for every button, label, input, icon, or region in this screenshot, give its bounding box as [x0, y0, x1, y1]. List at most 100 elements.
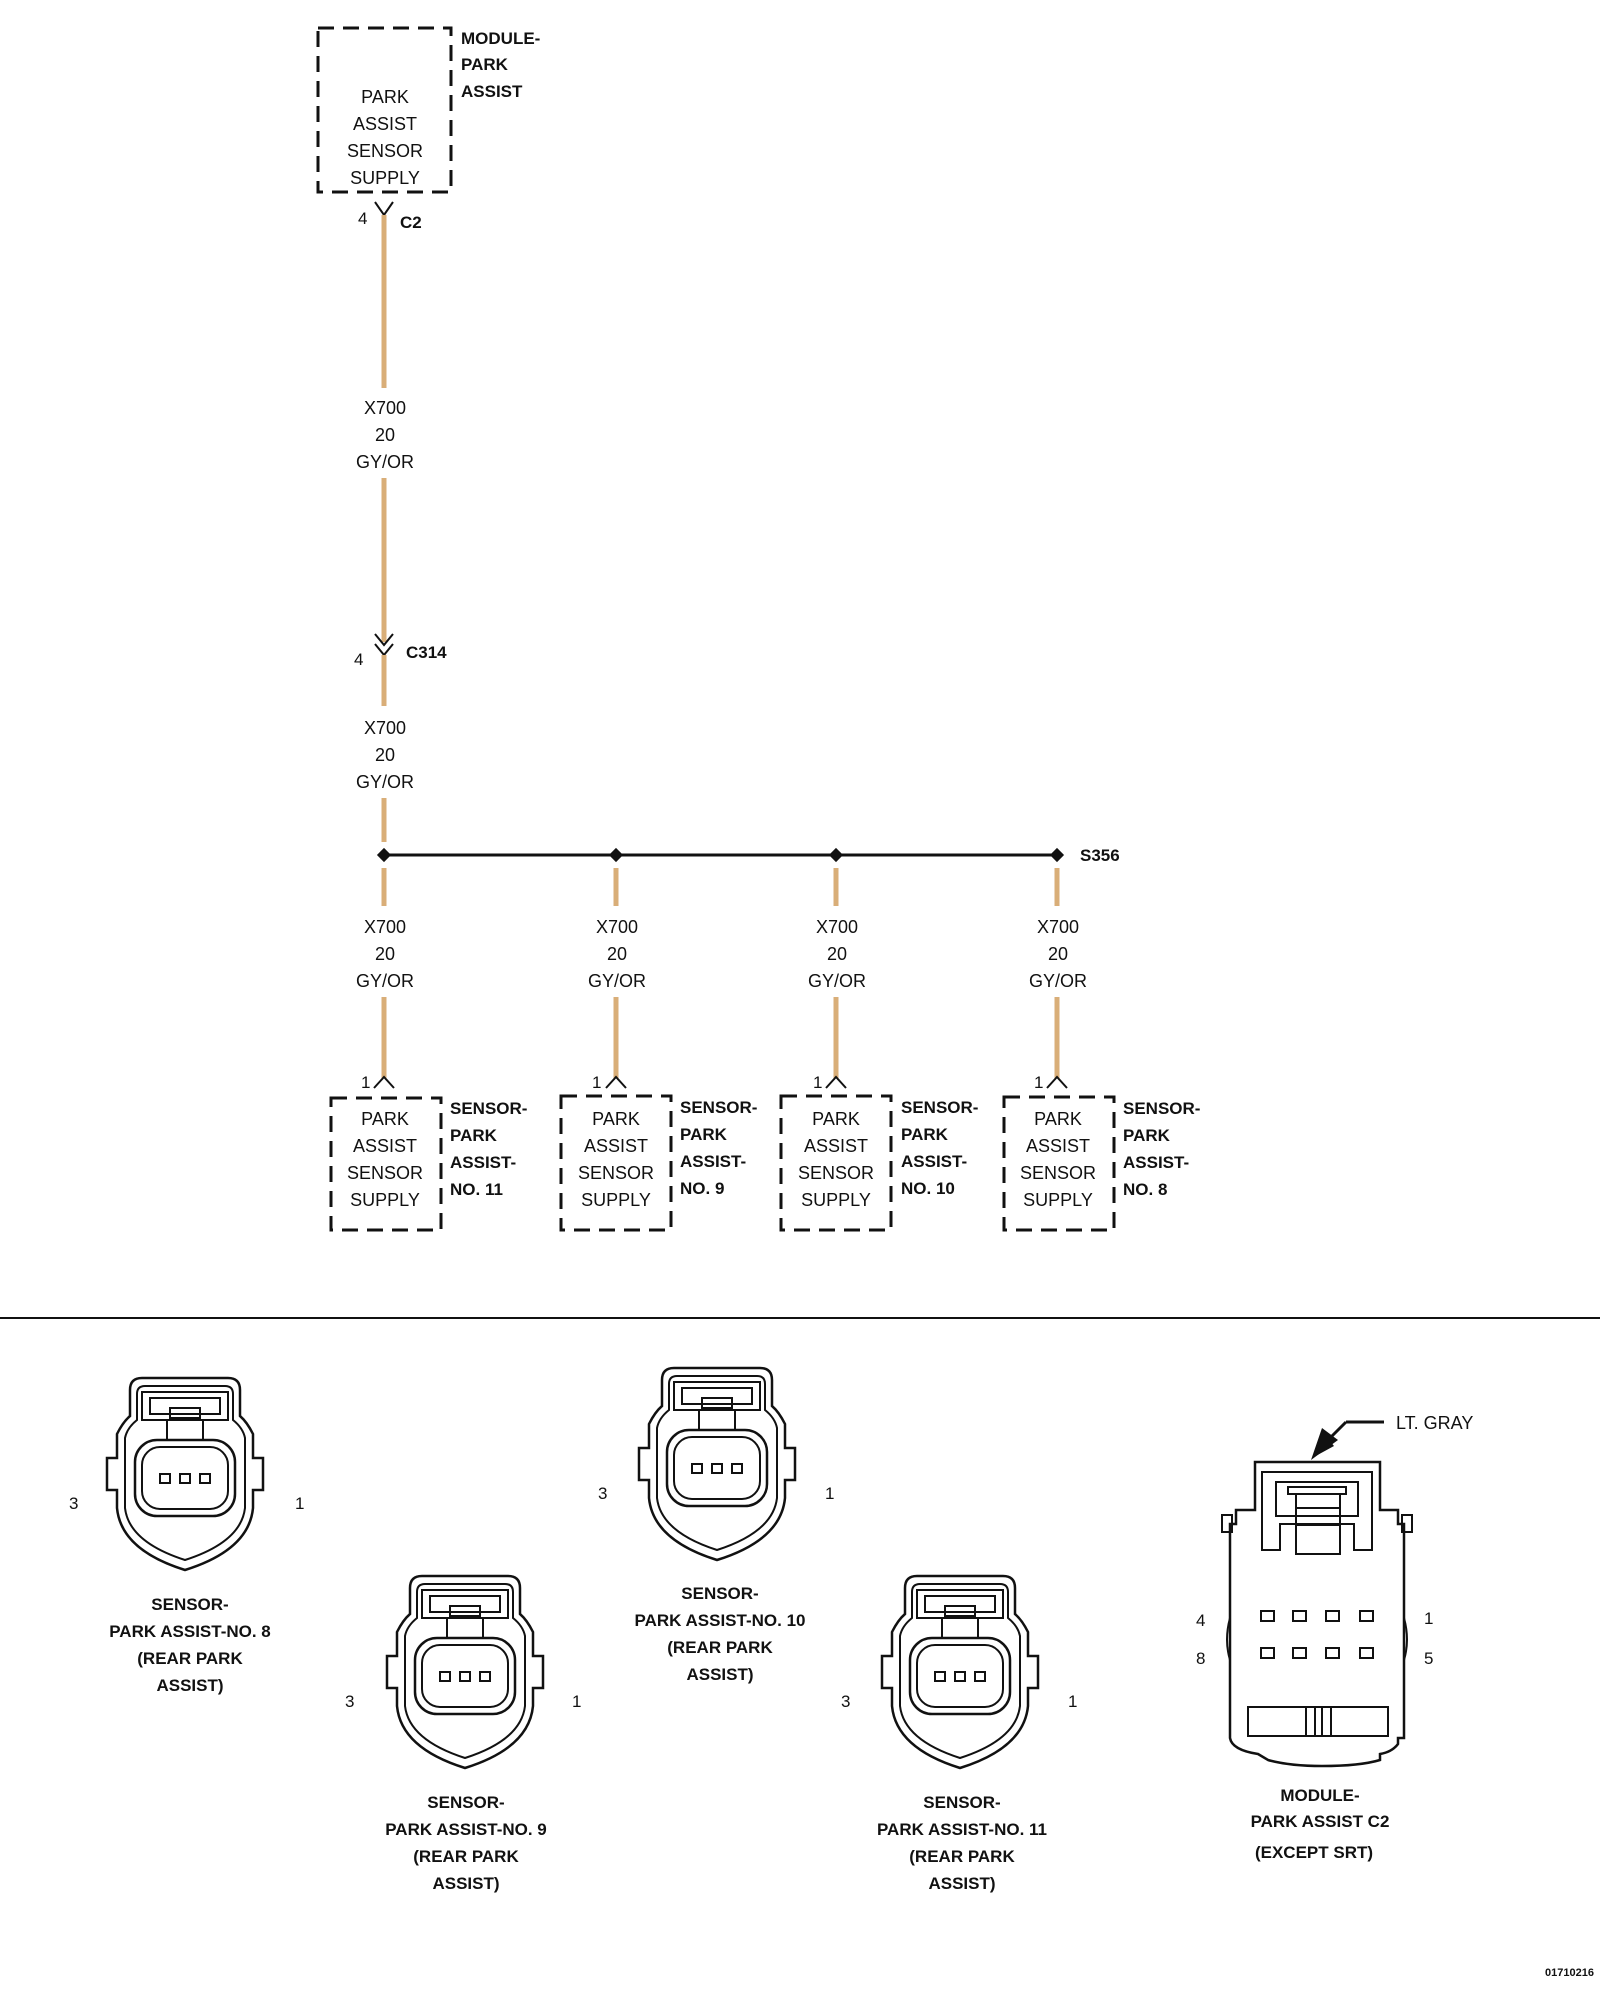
wire-circuit: X700: [1037, 917, 1079, 937]
sensor-pin: 1: [813, 1073, 822, 1092]
c2-connector-symbol: [374, 201, 394, 217]
sensor-connector-symbol: [825, 1075, 847, 1089]
sensor-pin: 1: [361, 1073, 370, 1092]
connector-caption-line: (REAR PARK: [667, 1638, 773, 1657]
module-park-assist: PARK ASSIST SENSOR SUPPLY MODULE- PARK A…: [316, 26, 540, 232]
pin-cavity: [1325, 1647, 1340, 1659]
sensor-no-10: X700 20 GY/OR 1 PARK ASSIST SENSOR SUPPL…: [779, 868, 978, 1232]
pin-cavity: [1325, 1610, 1340, 1622]
sensor-func-line: ASSIST: [584, 1136, 648, 1156]
connector-view-no-8: 3 1 SENSOR- PARK ASSIST-NO. 8 (REAR PARK…: [69, 1376, 304, 1695]
connector-caption-line: PARK ASSIST-NO. 10: [635, 1611, 806, 1630]
sensor-title-line: PARK: [450, 1126, 498, 1145]
c314-inline-connector: 4 C314: [354, 633, 447, 669]
module-connector-body: [1228, 1460, 1406, 1768]
connector-caption-line: SENSOR-: [681, 1584, 758, 1603]
pin-label-left: 3: [345, 1692, 354, 1711]
pin-label-left: 3: [69, 1494, 78, 1513]
sensor-pin: 1: [592, 1073, 601, 1092]
pin-cavity: [1359, 1610, 1374, 1622]
module-connector-latch: [1287, 1486, 1347, 1495]
module-connector-edge: [1226, 1617, 1231, 1661]
connector-caption-line: PARK ASSIST-NO. 8: [109, 1622, 271, 1641]
pin-label-right: 1: [572, 1692, 581, 1711]
pin-label-right: 1: [825, 1484, 834, 1503]
wire-gauge: 20: [1048, 944, 1068, 964]
pin-cavity: [1359, 1647, 1374, 1659]
module-connector-id: C2: [400, 213, 422, 232]
wire-color: GY/OR: [356, 452, 414, 472]
wire-color: GY/OR: [588, 971, 646, 991]
connector-caption-line: PARK ASSIST-NO. 11: [877, 1820, 1047, 1839]
sensor-func-line: PARK: [1034, 1109, 1082, 1129]
pin-label-left: 3: [598, 1484, 607, 1503]
module-connector-latch: [1275, 1481, 1359, 1517]
module-title-line: MODULE-: [461, 29, 540, 48]
sensor-func-line: SENSOR: [798, 1163, 874, 1183]
sensor-title-line: NO. 11: [450, 1180, 503, 1199]
pin-cavity: [1260, 1610, 1275, 1622]
wire-gauge: 20: [375, 944, 395, 964]
connector-caption-line: (EXCEPT SRT): [1255, 1843, 1373, 1862]
sensor-func-line: ASSIST: [353, 1136, 417, 1156]
connector-caption-line: ASSIST): [928, 1874, 995, 1893]
sensor-title-line: SENSOR-: [901, 1098, 978, 1117]
sensor-no-11: X700 20 GY/OR 1 PARK ASSIST SENSOR SUPPL…: [329, 868, 527, 1232]
connector-caption-line: SENSOR-: [151, 1595, 228, 1614]
sensor-dashed-box: [1002, 1095, 1116, 1232]
splice-node: [1049, 847, 1065, 863]
sensor-title-line: ASSIST-: [680, 1152, 746, 1171]
sensor-func-line: SUPPLY: [1023, 1190, 1093, 1210]
sensor-func-line: SENSOR: [347, 1163, 423, 1183]
sensor-connector-symbol: [1046, 1075, 1068, 1089]
pin-label-right: 1: [295, 1494, 304, 1513]
sensor-connector-face: [637, 1366, 797, 1562]
splice-node: [608, 847, 624, 863]
wire-circuit: X700: [596, 917, 638, 937]
connector-caption-line: PARK ASSIST-NO. 9: [385, 1820, 547, 1839]
sensor-connector-symbol: [605, 1075, 627, 1089]
splice-id: S356: [1080, 846, 1120, 865]
pin-label-right: 1: [1068, 1692, 1077, 1711]
callout-arrowhead: [1311, 1428, 1338, 1460]
sensor-title-line: NO. 9: [680, 1179, 724, 1198]
sensor-func-line: SUPPLY: [350, 1190, 420, 1210]
pin-cavity: [1292, 1610, 1307, 1622]
sensor-func-line: ASSIST: [1026, 1136, 1090, 1156]
c314-connector-symbol: [374, 633, 394, 647]
sensor-connector-face: [385, 1574, 545, 1770]
sensor-func-line: SENSOR: [1020, 1163, 1096, 1183]
sensor-title-line: ASSIST-: [901, 1152, 967, 1171]
pin-label-left: 3: [841, 1692, 850, 1711]
splice-node: [828, 847, 844, 863]
wire-color: GY/OR: [1029, 971, 1087, 991]
connector-view-no-11: 3 1 SENSOR- PARK ASSIST-NO. 11 (REAR PAR…: [841, 1574, 1077, 1893]
wire-gauge: 20: [375, 745, 395, 765]
wire-circuit: X700: [364, 398, 406, 418]
sensor-title-line: SENSOR-: [450, 1099, 527, 1118]
pin-cavity: [1260, 1647, 1275, 1659]
wire-circuit: X700: [364, 718, 406, 738]
sensor-dashed-box: [329, 1096, 443, 1232]
sensor-no-8: X700 20 GY/OR 1 PARK ASSIST SENSOR SUPPL…: [1002, 868, 1200, 1232]
pin-label-bottom-right: 5: [1424, 1649, 1433, 1668]
sensor-func-line: PARK: [592, 1109, 640, 1129]
connector-caption-line: SENSOR-: [923, 1793, 1000, 1812]
sensor-pin: 1: [1034, 1073, 1043, 1092]
sensor-title-line: SENSOR-: [1123, 1099, 1200, 1118]
module-func-line: SUPPLY: [350, 168, 420, 188]
sensor-func-line: PARK: [361, 1109, 409, 1129]
sensor-connector-symbol: [373, 1075, 395, 1089]
wire-color: GY/OR: [356, 772, 414, 792]
connector-caption-line: (REAR PARK: [137, 1649, 243, 1668]
sensor-title-line: SENSOR-: [680, 1098, 757, 1117]
connector-view-no-10: 3 1 SENSOR- PARK ASSIST-NO. 10 (REAR PAR…: [598, 1366, 834, 1684]
sensor-func-line: SUPPLY: [581, 1190, 651, 1210]
sensor-dashed-box: [559, 1094, 673, 1232]
pin-label-bottom-left: 8: [1196, 1649, 1205, 1668]
wire-color: GY/OR: [808, 971, 866, 991]
connector-view-no-9: 3 1 SENSOR- PARK ASSIST-NO. 9 (REAR PARK…: [345, 1574, 581, 1893]
sensor-title-line: NO. 10: [901, 1179, 955, 1198]
splice-node: [376, 847, 392, 863]
